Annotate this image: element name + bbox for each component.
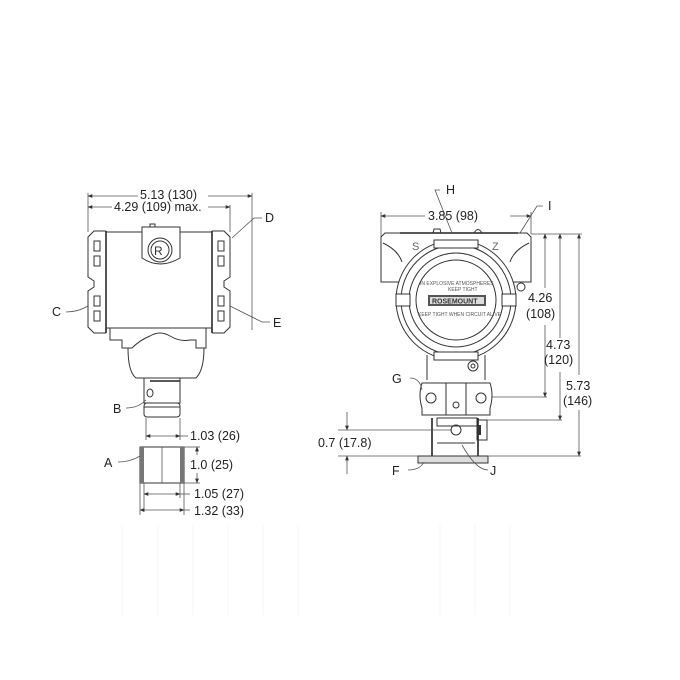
terminal-mark-s: S: [412, 241, 419, 253]
front-view: S Z ROSEMOUNT IN EXPLOSIVE ATMOSPHERES K…: [338, 189, 582, 474]
dim-overall-width: 5.13 (130): [140, 188, 197, 202]
dim-flange-height: 0.7 (17.8): [318, 436, 372, 450]
dim-height-1-mm: (108): [526, 307, 555, 321]
callout-b: B: [113, 402, 121, 416]
dim-height-2-value: 4.73: [546, 338, 570, 352]
logo-mark: R: [154, 244, 163, 258]
callout-g: G: [392, 372, 402, 386]
brand-plate: ROSEMOUNT: [432, 299, 478, 306]
callout-d: D: [265, 211, 274, 225]
dim-height-3-value: 5.73: [566, 379, 590, 393]
cover-text-top: IN EXPLOSIVE ATMOSPHERES: [420, 281, 494, 287]
cover-text-bottom: KEEP TIGHT WHEN CIRCUIT ALIVE: [418, 312, 502, 318]
left-side-view: R: [65, 193, 270, 515]
dim-adapter-inner: 1.05 (27): [194, 487, 244, 501]
dim-adapter-height: 1.0 (25): [190, 458, 233, 472]
terminal-mark-z: Z: [492, 241, 499, 253]
dim-height-1-value: 4.26: [528, 291, 552, 305]
dim-process-connection: 1.03 (26): [190, 429, 240, 443]
dim-housing-width: 4.29 (109) max.: [114, 200, 202, 214]
callout-j: J: [490, 464, 496, 478]
callout-c: C: [52, 305, 61, 319]
callout-e: E: [273, 316, 281, 330]
dim-height-3-mm: (146): [563, 394, 592, 408]
callout-f: F: [392, 464, 400, 478]
callout-a: A: [104, 456, 113, 470]
callout-i: I: [548, 199, 551, 213]
dim-front-housing-width: 3.85 (98): [428, 209, 478, 223]
dim-height-2-mm: (120): [544, 353, 573, 367]
dim-adapter-outer: 1.32 (33): [194, 504, 244, 518]
cover-text-top-2: KEEP TIGHT: [448, 287, 478, 293]
callout-h: H: [446, 183, 455, 197]
background-watermark: [121, 525, 511, 615]
